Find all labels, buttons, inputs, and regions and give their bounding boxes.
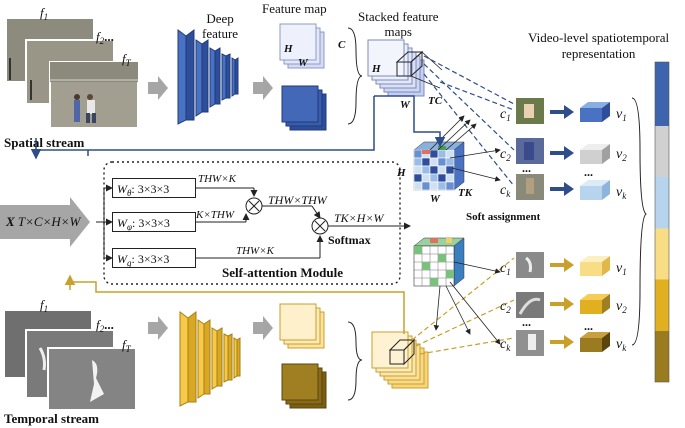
thw-thw-label: THW×THW [268, 193, 327, 207]
cube-W-label: W [430, 193, 440, 205]
representation-bar [654, 61, 670, 383]
cube-H-label: H [397, 167, 406, 179]
temporal-v1: v1 [616, 261, 627, 277]
spatial-v1: v1 [616, 107, 627, 123]
stack-W-label: W [400, 99, 410, 111]
self-attention-title: Self-attention Module [222, 265, 343, 280]
temporal-dashed-links [411, 257, 515, 355]
multiply-icon-1 [248, 200, 260, 212]
temporal-frames [3, 309, 137, 411]
stacked-maps-temporal [371, 331, 429, 389]
w-g-box: Wg: 3×3×3 [112, 248, 196, 268]
map-C-label: C [338, 39, 346, 51]
phi-out-label: K×THW [196, 209, 234, 221]
map-W-label: W [298, 57, 308, 69]
stack-H-label: H [372, 63, 381, 75]
cnn-temporal [179, 311, 241, 407]
cube-arrows-temporal [433, 261, 501, 345]
stack-TC-label: TC [428, 95, 443, 107]
theta-out-label: THW×K [198, 173, 236, 185]
cnn-spatial [177, 29, 239, 125]
spatial-stream-label: Spatial stream [4, 135, 85, 150]
cube-TK-label: TK [458, 187, 473, 199]
feature-map-label: Feature map [262, 1, 327, 16]
deep-feature-label: Deep feature [202, 11, 239, 41]
stacked-maps-label: Stacked feature maps [358, 9, 439, 39]
attention-flow-lines [96, 184, 324, 262]
w-theta-box: Wθ: 3×3×3 [112, 178, 196, 198]
temporal-thumb-dots: ... [522, 315, 531, 329]
temporal-frame-label-1: f1 [40, 297, 49, 314]
w-phi-box: Wφ: 3×3×3 [112, 212, 196, 232]
stacked-maps-spatial [367, 39, 443, 97]
spatial-cluster-thumbs [516, 98, 544, 200]
spatial-c1: c1 [500, 107, 511, 123]
spatial-v2: v2 [616, 147, 627, 163]
temporal-cluster-arrows [550, 258, 574, 349]
temporal-vk: vk [616, 337, 627, 353]
bracket [631, 97, 647, 346]
spatial-vectors [580, 102, 610, 200]
spatial-cluster-arrows [550, 105, 574, 196]
soft-assignment-cube-temporal [413, 237, 465, 287]
spatial-frame-label-1: f1 [40, 5, 49, 22]
feature-map-temporal [279, 303, 363, 409]
temporal-c2: c2 [500, 299, 511, 315]
spatial-vk: vk [616, 185, 627, 201]
input-label: X T×C×H×W [6, 214, 81, 229]
temporal-vectors [580, 256, 610, 352]
temporal-frame-label-T: fT [122, 337, 131, 354]
temporal-stream-label: Temporal stream [4, 411, 99, 426]
g-out-label: THW×K [236, 245, 274, 257]
temporal-frame-label-2: f2... [96, 317, 114, 334]
spatial-vector-dots: ... [584, 165, 593, 179]
temporal-cluster-thumbs [516, 252, 544, 356]
spatial-thumb-dots: ... [522, 161, 531, 175]
temporal-v2: v2 [616, 299, 627, 315]
spatial-frames [5, 17, 139, 129]
spatial-to-cube-line [374, 95, 446, 148]
representation-title: Video-level spatiotemporal representatio… [528, 30, 670, 61]
spatial-dashed-links [423, 55, 515, 187]
softmax-label: Softmax [328, 233, 371, 247]
spatial-c2: c2 [500, 147, 511, 163]
multiply-icon-2 [314, 220, 326, 232]
spatial-connector [35, 96, 375, 156]
grey-arrows [0, 76, 273, 340]
tk-hw-label: TK×H×W [334, 211, 384, 225]
temporal-ck: ck [500, 337, 511, 353]
spatial-frame-label-2: f2... [96, 29, 114, 46]
temporal-vector-dots: ... [584, 319, 593, 333]
soft-assignment-cube-spatial [413, 141, 465, 191]
spatial-frame-label-T: fT [122, 51, 131, 68]
spatial-ck: ck [500, 183, 511, 199]
map-H-label: H [284, 43, 293, 55]
feature-map-spatial [279, 23, 363, 131]
temporal-c1: c1 [500, 261, 511, 277]
soft-assignment-label: Soft assignment [466, 211, 541, 223]
